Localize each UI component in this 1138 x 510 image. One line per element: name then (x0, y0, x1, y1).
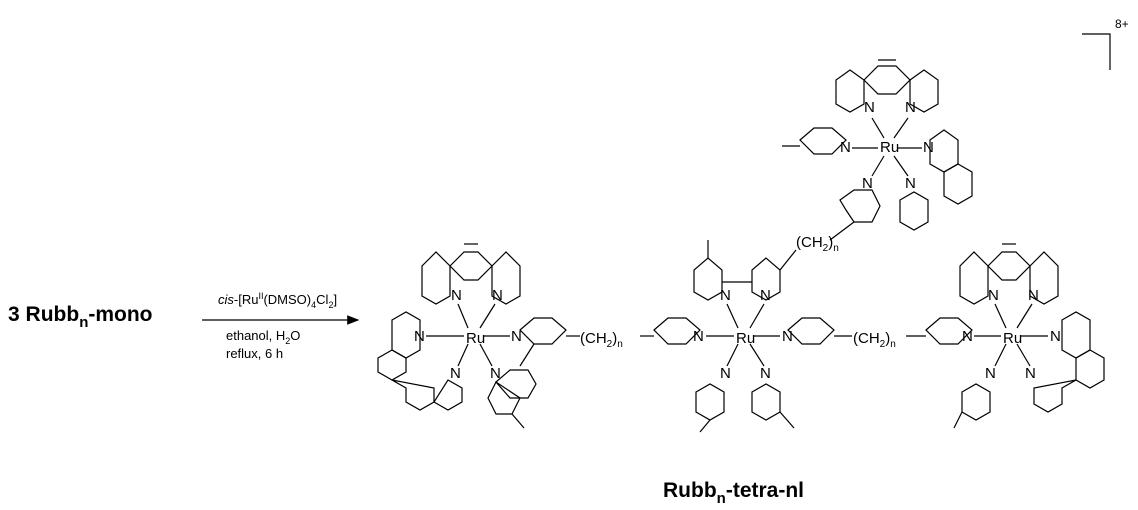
n-atom: N (782, 328, 793, 345)
phenanthroline-ring (421, 251, 451, 305)
pyridine-ring (653, 317, 701, 345)
n-atom: N (840, 139, 851, 156)
linker-1: (CH2)n (580, 330, 623, 350)
pyridine-ring (787, 317, 835, 345)
n-atom: N (511, 328, 522, 345)
pyridine-ring (961, 383, 991, 421)
n-atom: N (1025, 365, 1036, 382)
phenanthroline-ring (835, 69, 865, 113)
n-atom: N (962, 328, 973, 345)
pyridine-ring (839, 189, 881, 223)
charge-label: 8+ (1115, 17, 1129, 31)
ru-center-3: Ru (1003, 330, 1022, 347)
molecular-skeleton (377, 59, 1105, 433)
linker-3: (CH2)n (796, 234, 839, 254)
n-atom: N (905, 99, 916, 116)
pyridine-ring (519, 317, 567, 345)
phenanthroline-ring (909, 69, 939, 113)
ru-center-4: Ru (880, 139, 899, 156)
phenanthroline-ring (1029, 251, 1059, 305)
phenanthroline-ring (1061, 311, 1091, 359)
n-atom: N (760, 287, 771, 304)
product-label: Rubbn-tetra-nl (663, 479, 804, 507)
n-atom: N (905, 175, 916, 192)
nitrogen-labels: N N N N N N N N N N N N N N N N N N N N … (414, 99, 1061, 382)
phenanthroline-ring (863, 65, 911, 95)
pyridine-ring (495, 369, 537, 399)
reactant-label: 3 Rubbn-mono (8, 303, 153, 331)
n-atom: N (862, 175, 873, 192)
phenanthroline-ring (449, 251, 493, 281)
phenanthroline-ring (959, 251, 989, 305)
phenanthroline-ring (491, 251, 521, 305)
n-atom: N (693, 328, 704, 345)
n-atom: N (492, 287, 503, 304)
phenanthroline-ring (987, 251, 1031, 281)
ru-center-2: Ru (736, 330, 755, 347)
charge-bracket (1082, 33, 1111, 70)
n-atom: N (720, 365, 731, 382)
ru-center-1: Ru (466, 330, 485, 347)
time-text: reflux, 6 h (226, 346, 283, 361)
n-atom: N (864, 99, 875, 116)
n-atom: N (923, 139, 934, 156)
n-atom: N (451, 287, 462, 304)
phenanthroline-ring (377, 349, 407, 381)
phenanthroline-ring (433, 379, 463, 411)
pyridine-ring (751, 383, 781, 421)
n-atom: N (985, 365, 996, 382)
phenanthroline-ring (1075, 349, 1105, 389)
n-atom: N (720, 287, 731, 304)
n-atom: N (1050, 328, 1061, 345)
linker-2: (CH2)n (853, 330, 896, 350)
phenanthroline-ring (391, 379, 435, 411)
pyridine-ring (925, 317, 973, 345)
pyridine-ring (693, 257, 723, 301)
n-atom: N (450, 365, 461, 382)
reagent-text: cis-[RuII(DMSO)4Cl2] (218, 291, 337, 310)
phenanthroline-ring (899, 191, 929, 231)
pyridine-ring (799, 127, 847, 155)
phenanthroline-ring (929, 129, 959, 173)
n-atom: N (1028, 287, 1039, 304)
n-atom: N (490, 365, 501, 382)
pyridine-ring (695, 383, 725, 421)
pyridine-ring (487, 381, 521, 415)
phenanthroline-ring (943, 163, 973, 205)
solvent-text: ethanol, H2O (226, 328, 300, 346)
n-atom: N (760, 365, 771, 382)
n-atom: N (988, 287, 999, 304)
phenanthroline-ring (1033, 379, 1077, 413)
